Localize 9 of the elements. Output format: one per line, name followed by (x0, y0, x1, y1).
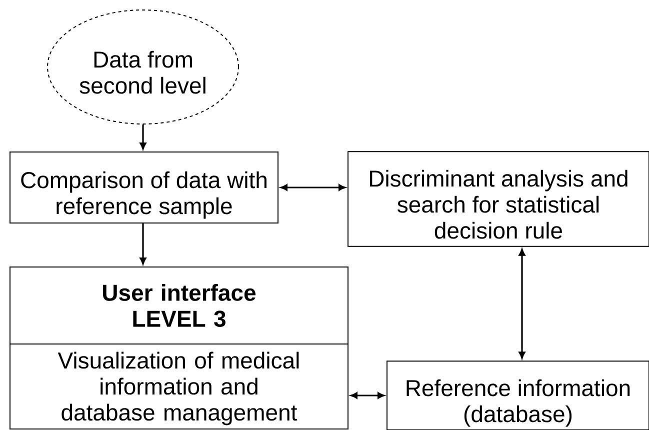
process-box: Reference information (database) (386, 360, 649, 430)
process-box: Discriminant analysis and search for statistical decision rule (348, 151, 649, 247)
process-box: Comparison of data with reference sample (10, 152, 278, 224)
arrow (518, 248, 526, 359)
arrow (140, 124, 146, 150)
arrow (140, 224, 146, 264)
process-box: User interface LEVEL 3 Visualization of medical information and database management (10, 266, 348, 430)
arrow (350, 392, 384, 399)
arrow (280, 184, 346, 191)
